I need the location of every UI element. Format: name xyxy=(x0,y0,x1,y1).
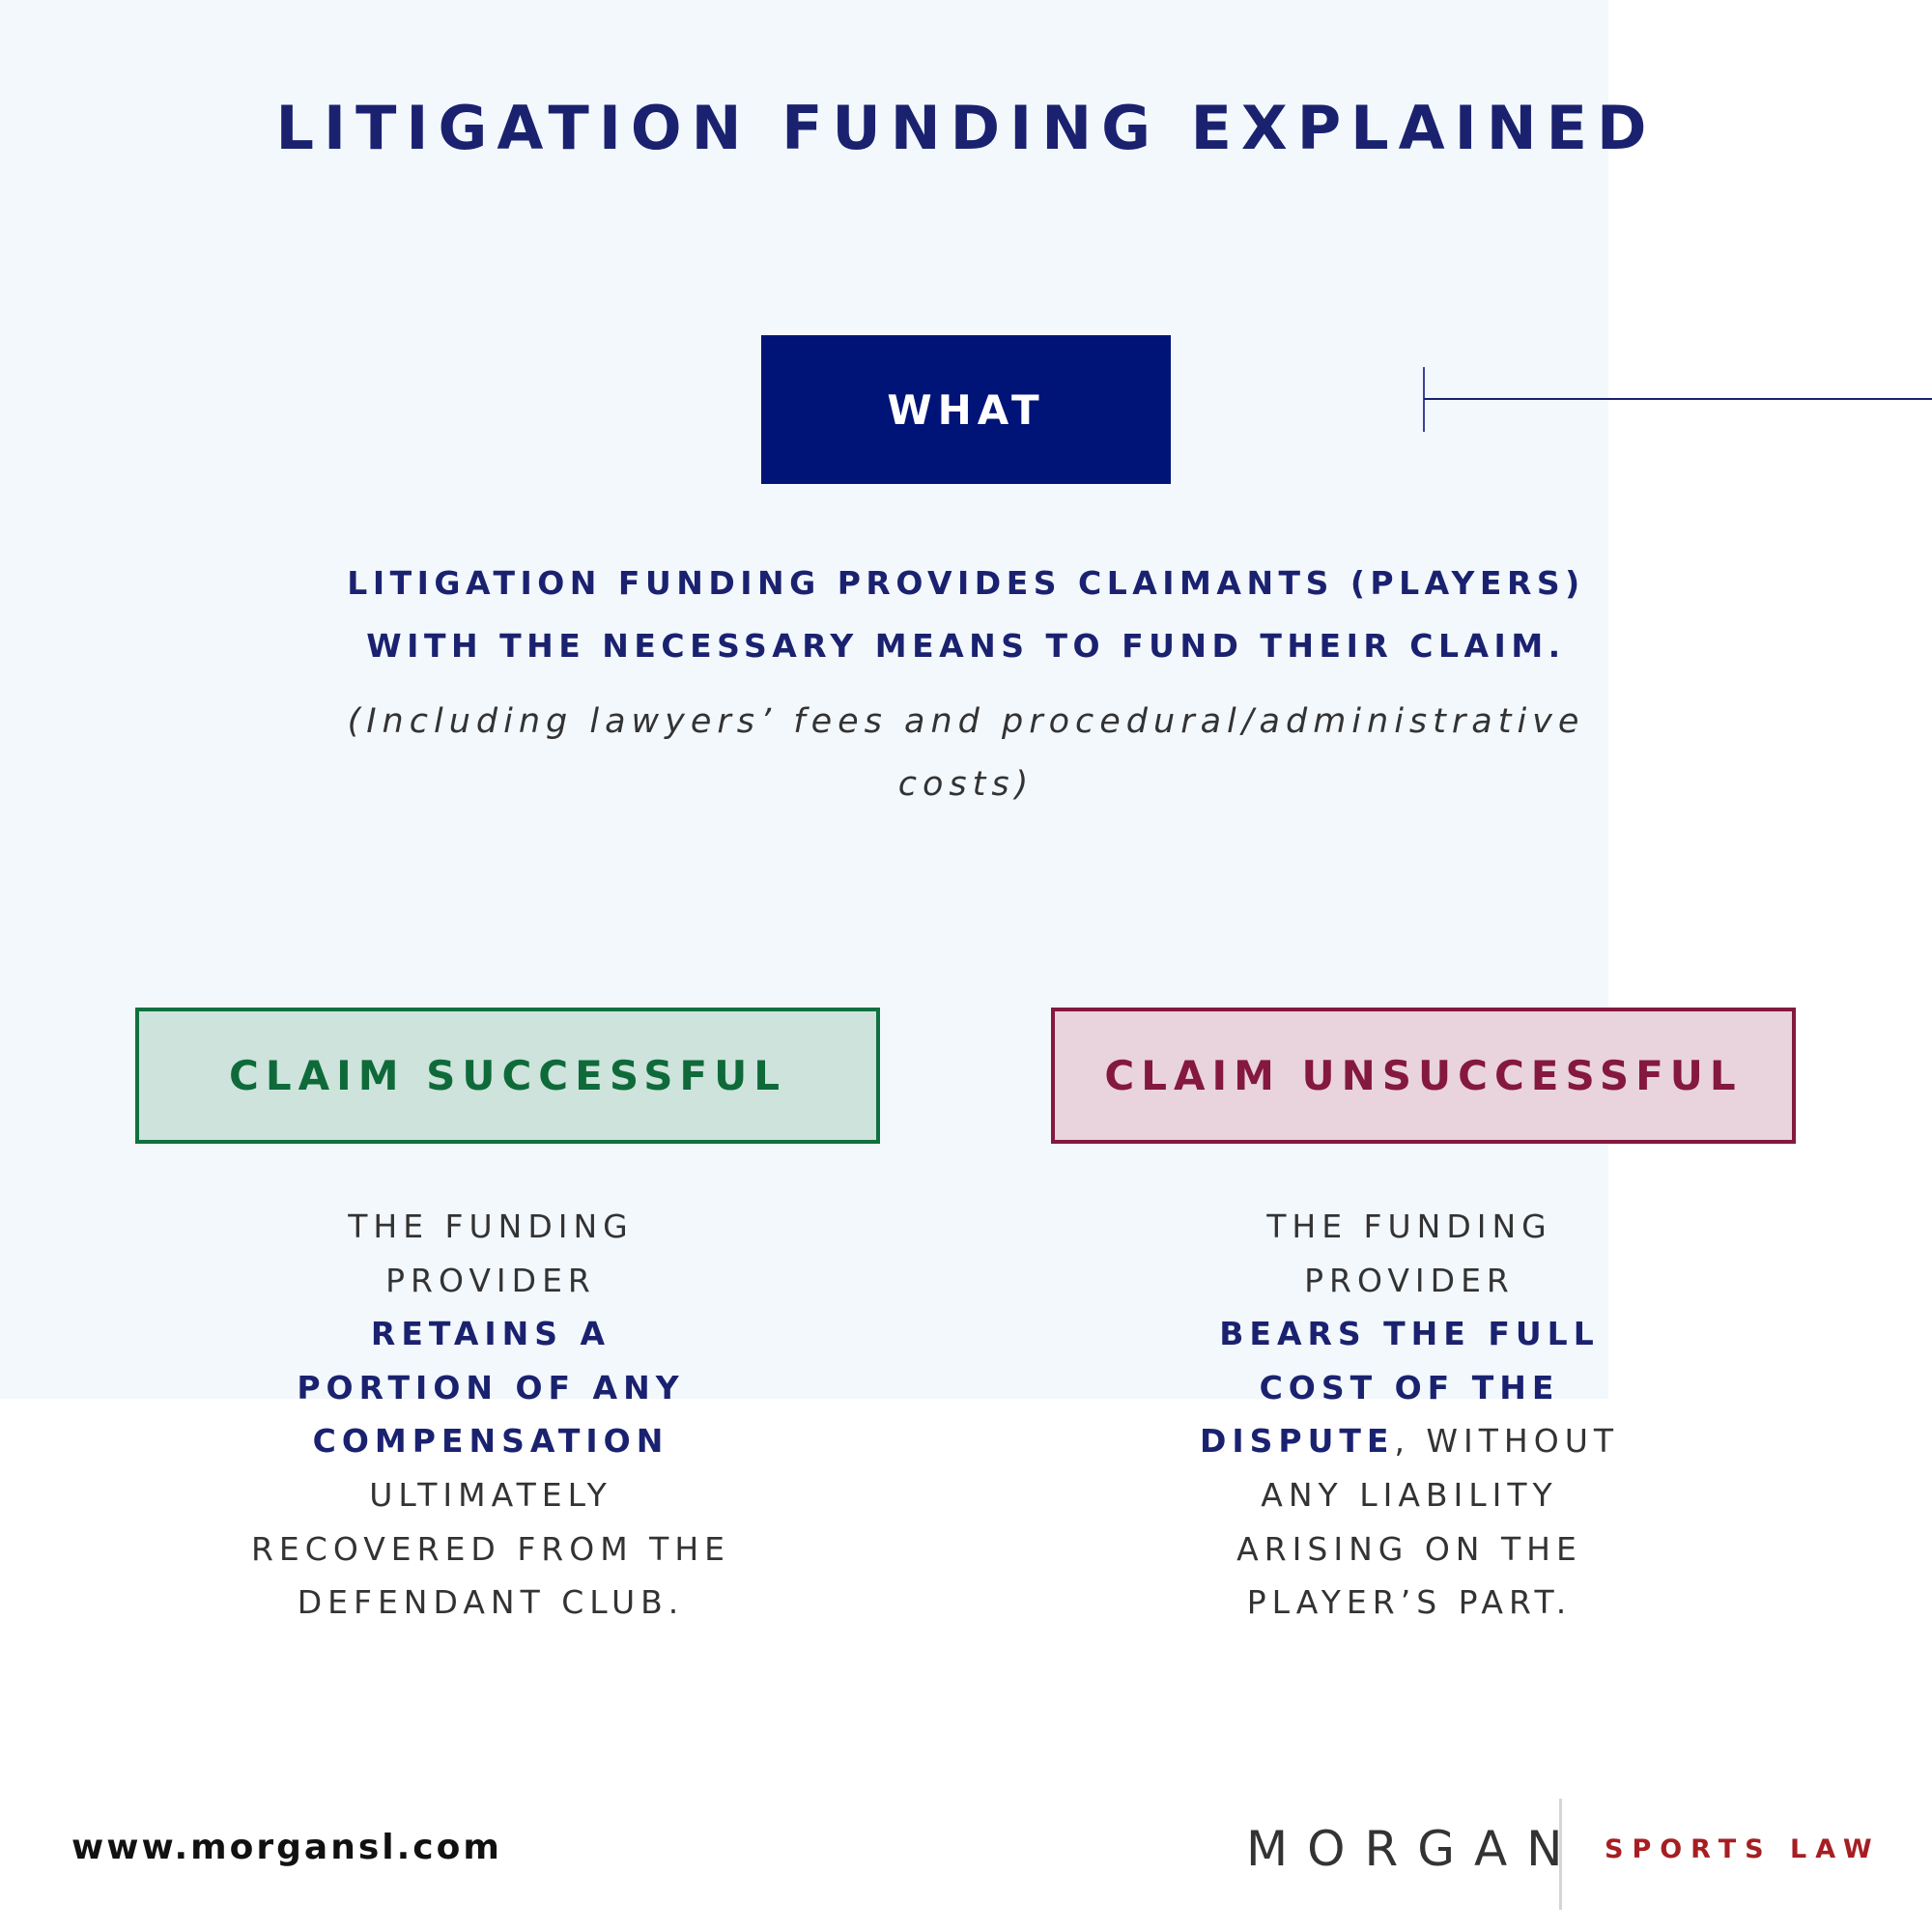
website-link[interactable]: www.morgansl.com xyxy=(71,1828,502,1867)
text-line-bold: PORTION OF ANY xyxy=(297,1368,685,1406)
text-line: PROVIDER xyxy=(1304,1261,1515,1299)
page-title: LITIGATION FUNDING EXPLAINED xyxy=(275,93,1657,163)
text-segment: , WITHOUT xyxy=(1394,1422,1620,1461)
text-line: ANY LIABILITY xyxy=(1261,1475,1558,1514)
text-line: THE FUNDING xyxy=(348,1208,634,1245)
logo-divider xyxy=(1559,1799,1562,1910)
text-line: ULTIMATELY xyxy=(369,1475,612,1514)
success-text: THE FUNDING PROVIDER RETAINS A PORTION O… xyxy=(153,1200,829,1630)
claim-unsuccessful-box: CLAIM UNSUCCESSFUL xyxy=(1051,1008,1796,1144)
connector-line xyxy=(1424,398,1932,400)
text-line-bold: COMPENSATION xyxy=(312,1422,669,1461)
description-line-1: LITIGATION FUNDING PROVIDES CLAIMANTS (P… xyxy=(347,564,1585,602)
description-note-2: costs) xyxy=(897,765,1035,804)
claim-successful-box: CLAIM SUCCESSFUL xyxy=(135,1008,880,1144)
description-note-1: (Including lawyers’ fees and procedural/… xyxy=(347,702,1585,741)
what-box: WHAT xyxy=(761,335,1171,484)
text-line: PROVIDER xyxy=(385,1261,596,1299)
background-panel xyxy=(0,0,1608,1399)
description-line-2: WITH THE NECESSARY MEANS TO FUND THEIR C… xyxy=(366,627,1566,665)
text-line-bold: BEARS THE FULL xyxy=(1219,1315,1600,1353)
text-line-bold: COST OF THE xyxy=(1259,1368,1560,1406)
text-line: PLAYER’S PART. xyxy=(1246,1583,1573,1622)
logo-morgan: MORGAN xyxy=(1246,1821,1582,1877)
text-line-bold: DISPUTE xyxy=(1199,1422,1395,1461)
text-line: THE FUNDING xyxy=(1266,1208,1552,1245)
text-line-bold: RETAINS A xyxy=(370,1315,611,1353)
text-line: ARISING ON THE xyxy=(1236,1529,1582,1568)
failure-text: THE FUNDING PROVIDER BEARS THE FULL COST… xyxy=(1071,1200,1747,1630)
text-line: DEFENDANT CLUB. xyxy=(297,1583,685,1622)
logo-sports-law: SPORTS LAW xyxy=(1605,1834,1881,1864)
text-line: RECOVERED FROM THE xyxy=(251,1529,730,1568)
